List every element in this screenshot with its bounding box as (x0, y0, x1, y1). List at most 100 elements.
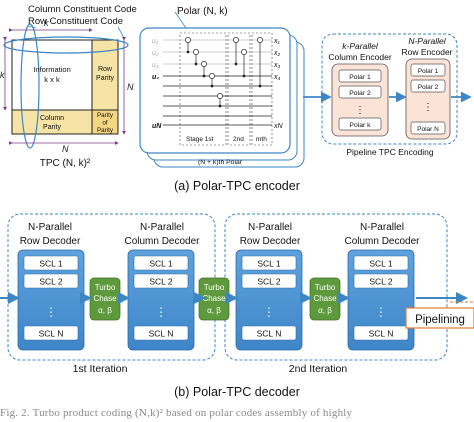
pipelining-box (405, 307, 474, 329)
n-polar-1-label: Polar 1 (418, 68, 439, 75)
polar-junction-dot (258, 84, 262, 88)
polar-junction-dot (186, 50, 190, 54)
scl-label: SCL 1 (39, 259, 63, 269)
scl-box (241, 325, 297, 341)
stage-m-box (251, 32, 273, 146)
polar-xor-node (201, 61, 207, 67)
scl-label: SCL 2 (369, 277, 393, 287)
stage-m-label: mth (256, 136, 267, 143)
iteration-1-label: 1st Iteration (73, 363, 128, 375)
scl-label: SCL 2 (149, 277, 173, 287)
polar-junction-dot (210, 84, 214, 88)
turbo-label-2: Chase (202, 294, 226, 303)
polar-wires (163, 37, 272, 126)
decoder-caption: (b) Polar-TPC decoder (174, 385, 300, 399)
figure-footer-truncated: Fig. 2. Turbo product coding (N,k)² base… (0, 407, 353, 419)
scl-label: SCL N (369, 329, 394, 339)
column-code-leader (27, 25, 37, 29)
column-code-label: Column Constituent Code (28, 4, 137, 15)
iter1-row-title-2: Row Decoder (20, 236, 81, 247)
pp-line2: of (102, 120, 108, 127)
polar-junction-dot (218, 104, 222, 108)
scl-label: SCL 1 (369, 259, 393, 269)
k-encoder-title-line1: k-Parallel (342, 41, 379, 51)
polar-junction-dot (242, 74, 246, 78)
polar-input-u3: u₃ (152, 62, 159, 69)
tpc-info-block (11, 39, 93, 111)
polar-input-u4: u₄ (152, 74, 159, 81)
scl-label: SCL N (257, 329, 282, 339)
n-polar-N (410, 121, 446, 135)
k-polar-k (338, 117, 382, 131)
polar-input-u1: u₁ (152, 38, 159, 45)
polar-title: Polar (N, k) (177, 6, 228, 17)
scl-label: SCL 2 (257, 277, 281, 287)
col-parity-line1: Column (40, 115, 64, 122)
scl-box (23, 255, 79, 271)
polar-stack-label: (N + k)th Polar (198, 159, 243, 166)
col-parity-line2: Parity (43, 124, 61, 131)
scl-box (133, 255, 189, 271)
turbo-label-1: Turbo (204, 283, 225, 292)
stage-2-box (227, 32, 251, 146)
tpc-matrix: k k N N Column Constituent Code Row Cons… (0, 4, 137, 169)
tpc-caption: TPC (N, k)² (40, 158, 91, 169)
turbo-label-3: α, β (318, 306, 332, 315)
dim-k-left-label: k (0, 70, 5, 80)
scl-label: SCL 2 (39, 277, 63, 287)
polar-tpc-decoder: N-Parallel Row Decoder N-Parallel Column… (0, 213, 474, 375)
iter1-row-title-1: N-Parallel (28, 222, 72, 233)
iteration-2-label: 2nd Iteration (289, 363, 348, 375)
scl-dots: ⋮ (263, 305, 275, 319)
dim-n-bottom-label: N (62, 144, 69, 154)
k-polar-k-label: Polar k (349, 122, 371, 129)
n-polar-1 (410, 63, 446, 77)
scl-box (241, 255, 297, 271)
n-encoder-box (405, 58, 451, 140)
polar-xor-node (193, 49, 199, 55)
pipeline-caption: Pipeline TPC Encoding (346, 147, 434, 157)
polar-title-leader (174, 11, 187, 29)
n-polar-N-label: Polar N (417, 126, 439, 133)
info-label-line1: Information (33, 65, 71, 74)
n-polar-2 (410, 79, 446, 93)
turbo-label-2: Chase (93, 294, 117, 303)
polar-output-xN: xN (273, 123, 284, 130)
n-polar-2-label: Polar 2 (418, 84, 439, 91)
n-polar-dots: ⋮ (423, 102, 433, 113)
turbo-label-3: α, β (98, 306, 112, 315)
n-encoder-title-line2: Row Encoder (401, 47, 452, 57)
k-encoder-title-line2: Column Encoder (328, 52, 391, 62)
scl-box (133, 273, 189, 289)
iter2-col-title-2: Column Decoder (344, 236, 420, 247)
polar-output-x3: x₃ (273, 62, 281, 69)
turbo-label-2: Chase (313, 294, 337, 303)
iter2-col-title-1: N-Parallel (360, 222, 404, 233)
scl-box (23, 325, 79, 341)
row-parity-line2: Parity (96, 75, 114, 82)
polar-junction-dot (202, 74, 206, 78)
polar-xor-node (233, 37, 239, 43)
row-code-label: Row Constituent Code (28, 16, 123, 27)
pp-line1: Parity (97, 112, 114, 119)
k-polar-1-label: Polar 1 (349, 74, 371, 81)
turbo-label-1: Turbo (95, 283, 116, 292)
column-code-ellipse (20, 23, 40, 149)
polar-output-x4: x₄ (273, 74, 281, 81)
scl-box (241, 273, 297, 289)
polar-output-x1: x₁ (273, 38, 281, 45)
scl-label: SCL 1 (257, 259, 281, 269)
polar-xor-node (241, 49, 247, 55)
encoder-caption: (a) Polar-TPC encoder (174, 179, 300, 193)
iter1-col-title-2: Column Decoder (124, 236, 200, 247)
tpc-col-parity-block (11, 109, 93, 135)
scl-box (133, 325, 189, 341)
polar-encoder: Polar (N, k) u₁ u₂ u₃ u₄ uN x₁ x₂ x₃ x₄ … (139, 6, 305, 168)
stage-1-label: Stage 1st (186, 136, 214, 143)
dim-n-right-label: N (127, 82, 134, 92)
polar-input-u2: u₂ (152, 50, 159, 57)
pipelining-label: Pipelining (415, 314, 465, 326)
